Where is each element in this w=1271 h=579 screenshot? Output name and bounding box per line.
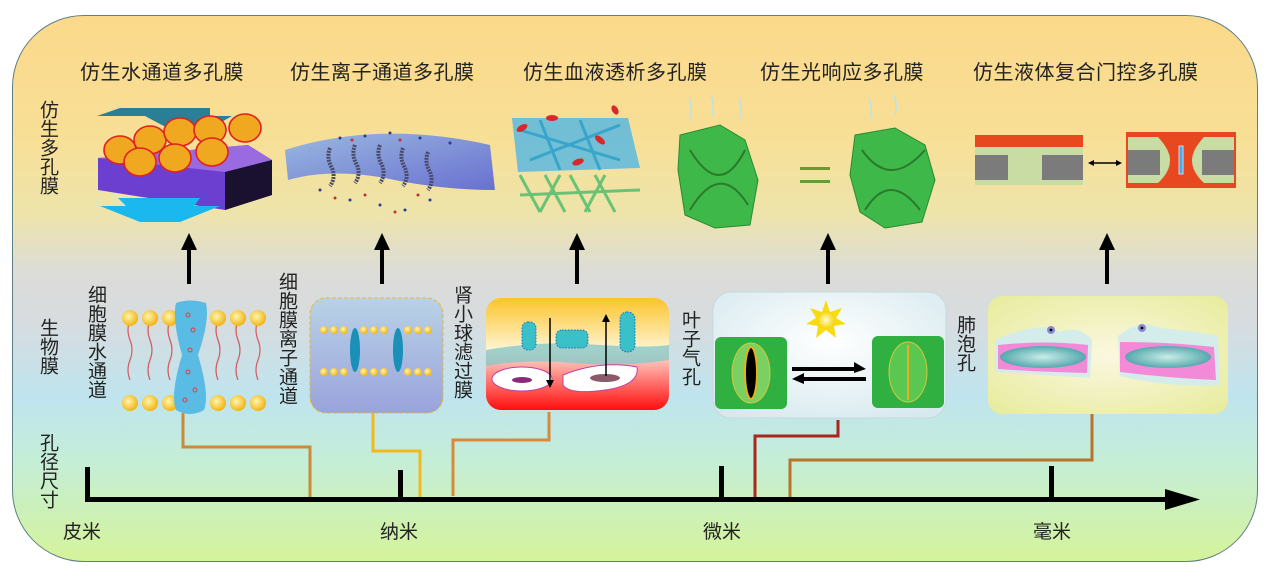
image-biomimetic-photoresponsive (677, 94, 936, 229)
connector-water-channel (181, 413, 312, 498)
row-label-biomimetic: 仿生多孔膜 (37, 100, 59, 195)
image-alveolar-pore (988, 296, 1228, 414)
sun-icon (806, 300, 846, 338)
bio-label-glomerular-membrane: 肾小球滤过膜 (451, 285, 473, 399)
tick-micrometer (719, 466, 724, 499)
bio-label-water-channel: 细胞膜水通道 (85, 285, 107, 399)
row-label-biological: 生物膜 (37, 318, 59, 375)
tick-picometer (85, 467, 90, 500)
image-biomimetic-liquid-gating (975, 132, 1236, 188)
connector-lines (181, 412, 1094, 498)
unit-micrometer: 微米 (703, 521, 742, 543)
image-leaf-stoma (712, 291, 947, 419)
title-ion-channel-membrane: 仿生离子通道多孔膜 (290, 60, 475, 84)
connector-glomerular (451, 412, 551, 496)
pore-size-axis (85, 466, 1200, 510)
double-arrow-icon (1088, 160, 1122, 166)
connector-alveolus (788, 414, 1094, 498)
bio-label-leaf-stoma: 叶子气孔 (679, 310, 701, 386)
connector-ion-channel (371, 413, 422, 498)
up-arrow-icon (181, 233, 197, 284)
up-arrow-icon (569, 233, 585, 284)
reversible-arrows-icon (792, 362, 866, 384)
bio-label-ion-channel: 细胞膜离子通道 (276, 272, 298, 405)
tick-millimeter (1049, 466, 1054, 499)
image-glomerular-filtration-membrane (486, 298, 669, 410)
bio-label-alveolar-pore: 肺泡孔 (954, 315, 976, 372)
title-photoresponsive-membrane: 仿生光响应多孔膜 (760, 60, 924, 84)
unit-nanometer: 纳米 (380, 521, 419, 543)
connector-stoma (753, 420, 840, 498)
image-cell-membrane-water-channel (122, 300, 266, 414)
up-arrow-icon (1099, 233, 1115, 284)
unit-picometer: 皮米 (63, 521, 102, 543)
row-label-pore-size: 孔径尺寸 (37, 433, 59, 509)
equilibrium-arrows-icon (800, 167, 830, 183)
up-arrow-icon (374, 233, 390, 284)
image-biomimetic-hemodialysis (512, 105, 641, 213)
image-biomimetic-water-channel (97, 108, 272, 222)
upward-arrows (181, 233, 1115, 284)
image-biomimetic-ion-channel (285, 131, 495, 214)
up-arrow-icon (820, 233, 836, 284)
tick-nanometer (398, 470, 403, 500)
title-liquid-gating-membrane: 仿生液体复合门控多孔膜 (973, 60, 1199, 84)
axis-arrowhead-icon (1165, 489, 1200, 510)
title-water-channel-membrane: 仿生水通道多孔膜 (80, 60, 244, 84)
title-hemodialysis-membrane: 仿生血液透析多孔膜 (523, 60, 708, 84)
image-cell-membrane-ion-channel (309, 297, 444, 414)
unit-millimeter: 毫米 (1033, 521, 1072, 543)
